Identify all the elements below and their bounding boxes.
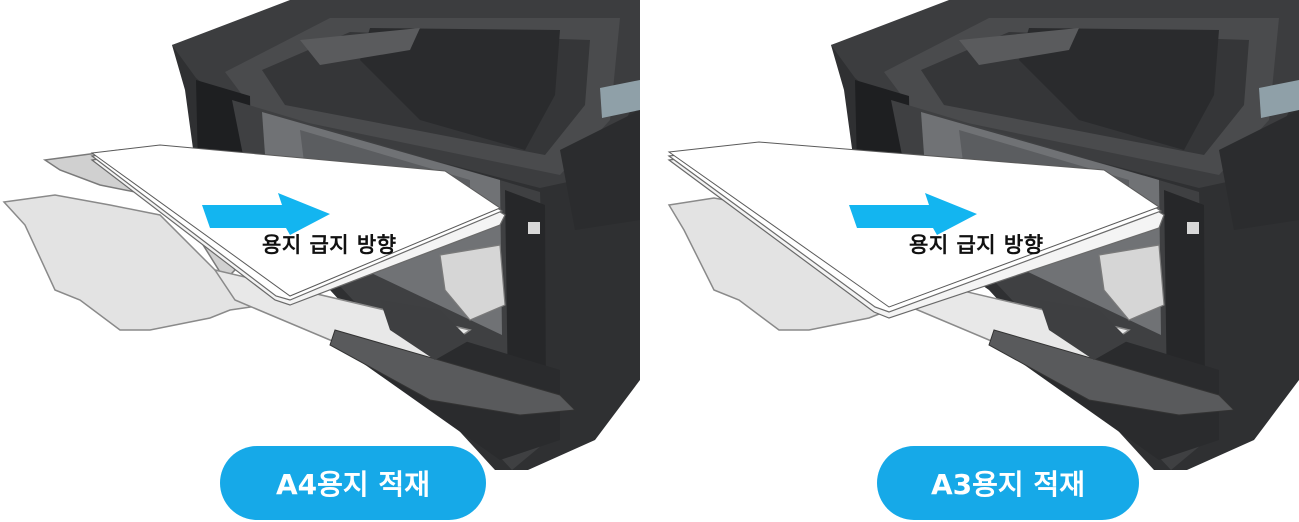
caption-badge-a3: A3용지 적재: [877, 446, 1139, 520]
arrow-right-icon: [849, 193, 977, 235]
panel-a4: 용지 급지 방향 A4용지 적재: [0, 0, 640, 522]
feed-direction-label: 용지 급지 방향: [262, 233, 397, 257]
caption-badge-a4: A4용지 적재: [220, 446, 486, 520]
printer-illustration-a4: [2, 0, 640, 470]
arrow-right-icon: [202, 193, 330, 235]
printer-illustration-a3: [667, 0, 1299, 470]
feed-direction-label: 용지 급지 방향: [909, 233, 1044, 257]
panel-a3: 용지 급지 방향 A3용지 적재: [659, 0, 1299, 522]
